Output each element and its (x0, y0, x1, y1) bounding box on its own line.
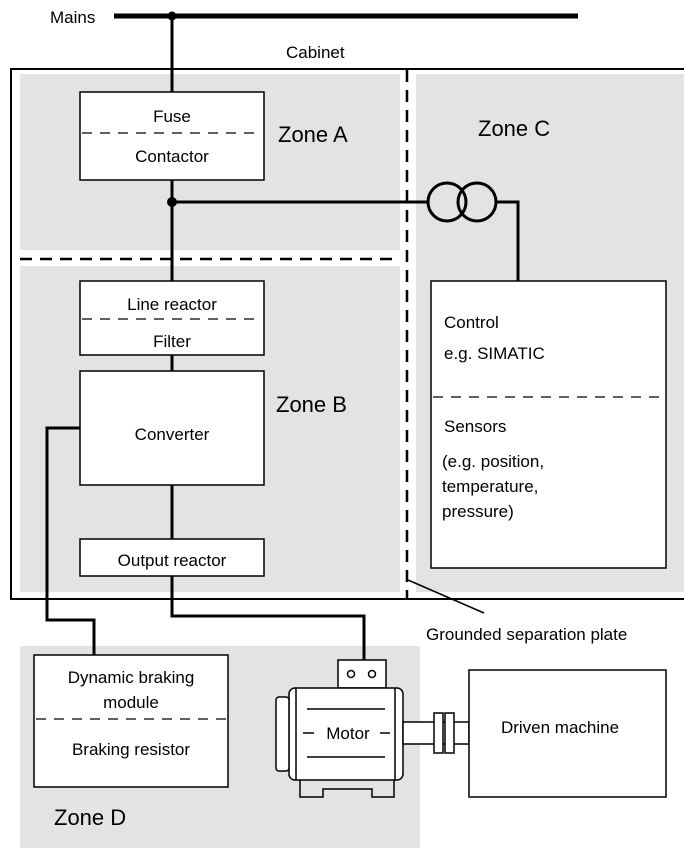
braking-resistor-label: Braking resistor (72, 740, 190, 759)
line-reactor-filter-box: Line reactor Filter (79, 280, 265, 356)
contactor-label: Contactor (135, 147, 209, 166)
fuse-label: Fuse (153, 107, 191, 126)
zone-d-label: Zone D (54, 805, 126, 830)
driven-machine-label: Driven machine (501, 718, 619, 737)
grounded-plate-leader (407, 579, 485, 614)
zone-b-label: Zone B (276, 392, 347, 417)
control-example-label: e.g. SIMATIC (444, 344, 545, 363)
zone-c-label: Zone C (478, 116, 550, 141)
cabinet-label: Cabinet (286, 43, 345, 62)
fuse-contactor-box: Fuse Contactor (79, 91, 265, 181)
wire-transformer-control (496, 200, 520, 281)
control-label: Control (444, 313, 499, 332)
grounded-plate-label: Grounded separation plate (426, 625, 627, 644)
zone-a-label: Zone A (278, 122, 348, 147)
dbm-label-line-2: module (103, 693, 159, 712)
output-reactor-label: Output reactor (118, 551, 227, 570)
transformer-coil-1 (426, 181, 468, 223)
output-reactor-box: Output reactor (79, 538, 265, 577)
control-tap-junction (167, 197, 177, 207)
filter-label: Filter (153, 332, 191, 351)
control-sensors-box: Control e.g. SIMATIC Sensors (e.g. posit… (430, 280, 667, 569)
motor-icon: Motor (275, 659, 404, 798)
converter-box: Converter (79, 370, 265, 486)
converter-label: Converter (135, 425, 210, 444)
driven-machine-box: Driven machine (468, 669, 667, 798)
mains-label: Mains (50, 8, 95, 27)
motor-label: Motor (326, 724, 370, 743)
wire-converter-braking (45, 426, 96, 655)
line-reactor-label: Line reactor (127, 295, 217, 314)
sensors-label: Sensors (444, 417, 506, 436)
sensors-example-line-2: temperature, (442, 477, 538, 496)
sensors-example-line-3: pressure) (442, 502, 514, 521)
cabinet-outline (10, 68, 684, 600)
braking-box: Dynamic braking module Braking resistor (33, 654, 229, 788)
wire-output-reactor-motor (170, 576, 366, 660)
dbm-label-line-1: Dynamic braking (68, 668, 195, 687)
sensors-example-line-1: (e.g. position, (442, 452, 544, 471)
